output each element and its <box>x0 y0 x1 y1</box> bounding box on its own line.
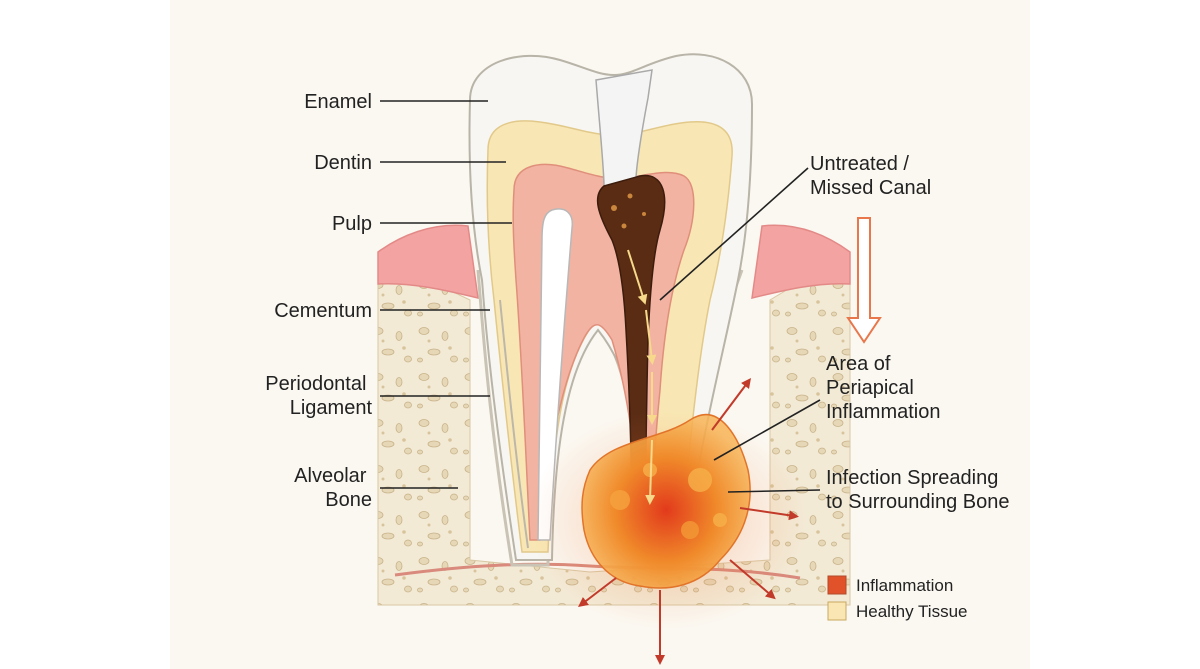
spread-arrow <box>578 577 617 608</box>
gum-right <box>751 224 851 299</box>
label-untreated-canal: Untreated / Missed Canal <box>810 153 931 199</box>
gum-left <box>377 224 479 299</box>
spread-arrow <box>729 559 776 600</box>
label-dentin: Dentin <box>314 152 372 174</box>
legend-swatch-healthy-tissue <box>827 601 847 621</box>
cementum-layer <box>499 299 529 549</box>
canal-flow-arrow <box>627 249 648 305</box>
leader-infection-spreading <box>727 489 821 493</box>
label-periodontal-ligament: Periodontal Ligament <box>265 373 372 419</box>
spread-arrow <box>711 378 751 431</box>
label-pulp: Pulp <box>332 213 372 235</box>
legend-label-healthy-tissue: Healthy Tissue <box>856 602 968 621</box>
canal-flow-arrow <box>645 439 656 505</box>
leader-periapical-inflammation <box>713 399 821 461</box>
legend-label-inflammation: Inflammation <box>856 576 953 595</box>
label-periapical-inflammation: Area of Periapical Inflammation <box>826 353 941 423</box>
label-cementum: Cementum <box>274 300 372 322</box>
canal-flow-arrow <box>645 309 657 365</box>
leader-untreated-canal <box>659 167 809 301</box>
label-infection-spreading: Infection Spreading to Surrounding Bone <box>826 467 1009 513</box>
spread-arrow <box>739 507 799 521</box>
legend: Inflammation Healthy Tissue <box>827 575 968 621</box>
label-enamel: Enamel <box>304 91 372 113</box>
label-alveolar-bone: Alveolar Bone <box>294 465 372 511</box>
down-arrow-icon <box>846 217 882 344</box>
legend-swatch-inflammation <box>827 575 847 595</box>
infection-mass <box>581 413 751 589</box>
